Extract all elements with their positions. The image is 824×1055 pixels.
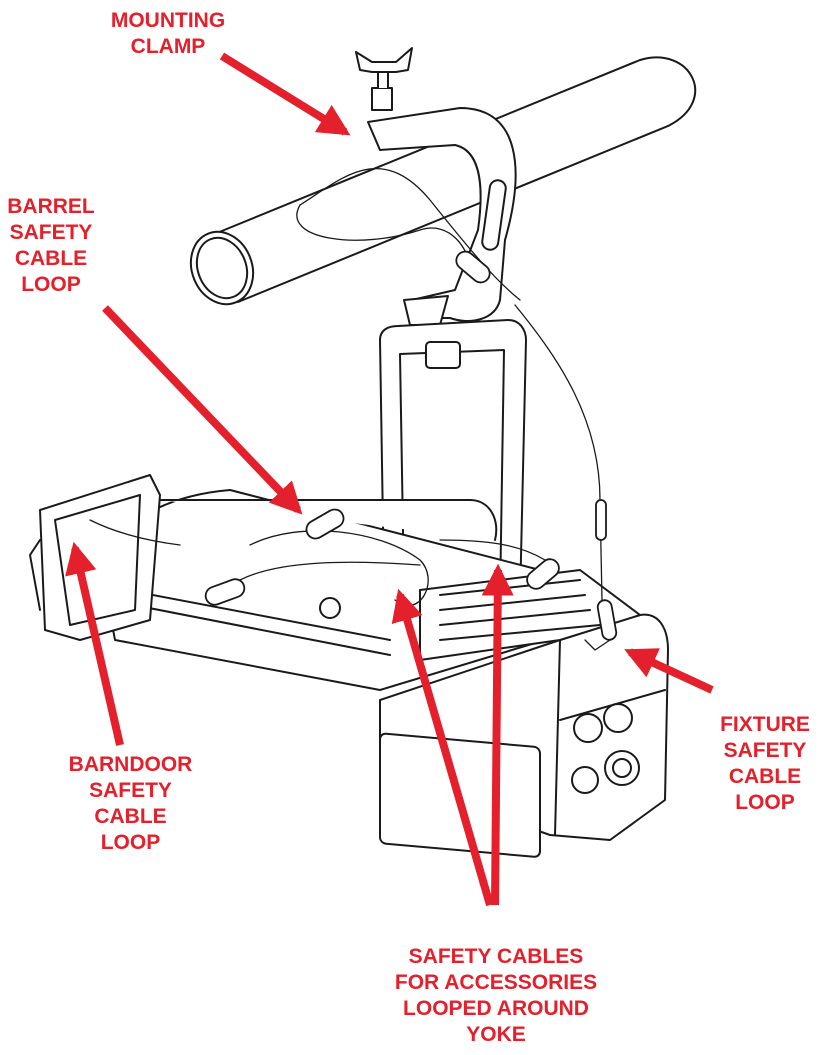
callout-line: CABLE [14, 247, 88, 270]
callout-line: YOKE [466, 1023, 526, 1046]
callout-line: SAFETY [9, 221, 93, 244]
arrow-accessories-left [391, 588, 494, 907]
callout-line: LOOP [100, 831, 161, 854]
callout-line: LOOPED AROUND [403, 997, 589, 1020]
safety-cables [89, 168, 611, 651]
callout-arrows [65, 52, 714, 907]
arrow-mounting-clamp [219, 52, 351, 136]
callout-barrel-loop: BARREL SAFETY CABLE LOOP [6, 194, 96, 298]
callout-line: FOR ACCESSORIES [394, 971, 598, 994]
arrow-barndoor-loop [65, 541, 124, 746]
callout-line: CABLE [94, 805, 167, 828]
callout-line: LOOP [21, 273, 81, 296]
callout-line: CLAMP [130, 35, 206, 58]
connector-panel [571, 703, 640, 794]
callout-line: SAFETY [723, 739, 807, 762]
callout-line: BARNDOOR [68, 753, 193, 776]
callout-line: LOOP [735, 791, 795, 814]
callout-accessories: SAFETY CABLES FOR ACCESSORIES LOOPED ARO… [376, 944, 616, 1048]
callout-barndoor-loop: BARNDOOR SAFETY CABLE LOOP [48, 752, 213, 856]
callout-line: SAFETY [89, 779, 172, 802]
callout-line: FIXTURE [720, 713, 810, 736]
callout-line: CABLE [728, 765, 802, 788]
mounting-clamp [355, 47, 517, 326]
mounting-pipe [189, 56, 697, 306]
barndoor-frame [29, 474, 161, 641]
callout-mounting-clamp: MOUNTING CLAMP [88, 8, 248, 60]
callout-line: SAFETY CABLES [408, 945, 584, 968]
arrow-barrel-loop [102, 305, 303, 515]
carabiner-clips [204, 250, 618, 641]
arrow-fixture-loop [624, 648, 714, 694]
arrow-accessories-right [481, 563, 514, 906]
callout-line: MOUNTING [110, 9, 226, 32]
callout-line: BARREL [7, 195, 95, 218]
callout-fixture-loop: FIXTURE SAFETY CABLE LOOP [710, 712, 820, 816]
